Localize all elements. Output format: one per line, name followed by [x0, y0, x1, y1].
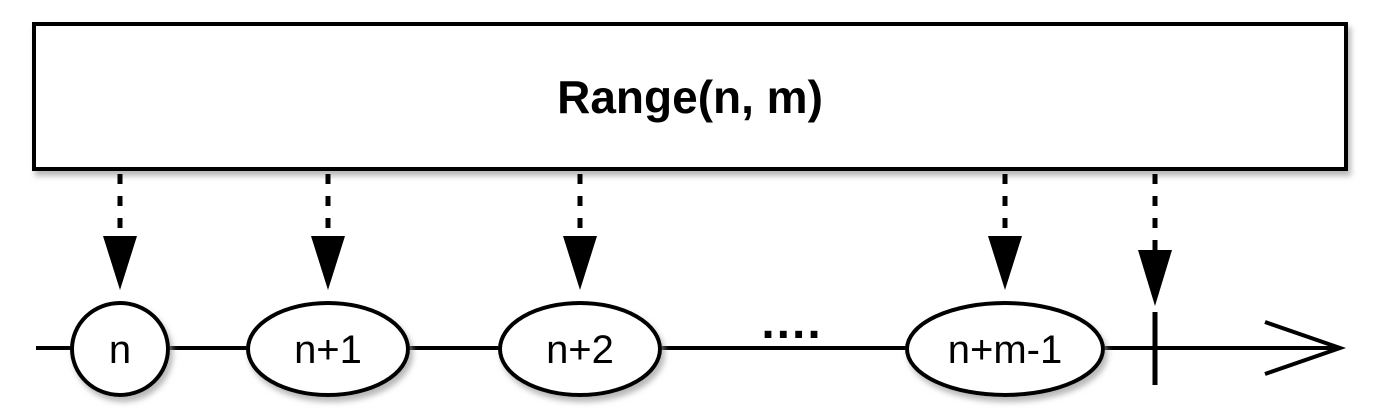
emission-arrow-4 [988, 174, 1022, 290]
marble-n: n [70, 301, 170, 397]
emission-arrow-1 [103, 174, 137, 290]
marble-n-plus-m-minus-1: n+m-1 [905, 301, 1105, 397]
marble-label: n+m-1 [948, 328, 1063, 372]
emission-arrow-3 [563, 174, 597, 290]
marble-label: n+2 [546, 328, 614, 372]
marble-n-plus-1: n+1 [246, 301, 410, 397]
timeline-ellipsis: .... [761, 296, 822, 349]
marble-label: n+1 [294, 328, 362, 372]
completion-arrow [1138, 174, 1172, 306]
marble-label: n [109, 328, 131, 372]
emission-arrow-2 [311, 174, 345, 290]
operator-box: Range(n, m) [32, 22, 1348, 171]
timeline-arrowhead [1264, 320, 1347, 376]
operator-title: Range(n, m) [557, 71, 823, 123]
marble-n-plus-2: n+2 [498, 301, 662, 397]
